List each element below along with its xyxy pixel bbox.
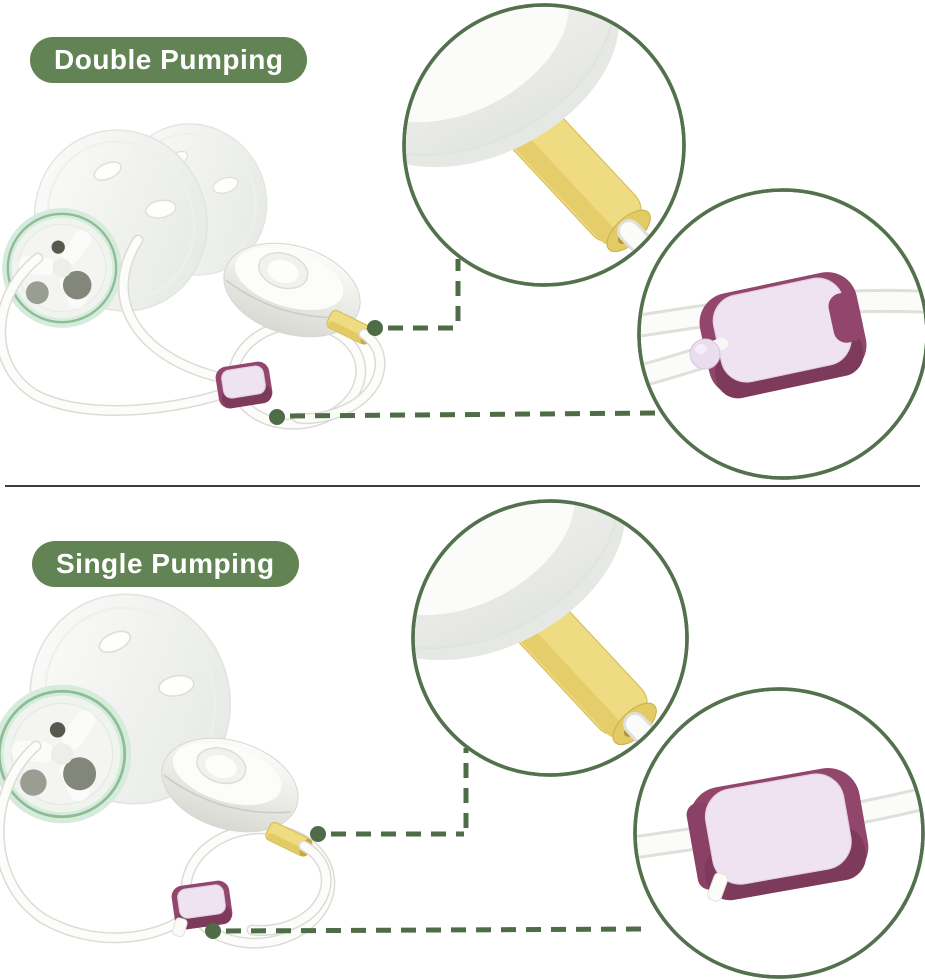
pointer-to-splitter-callout	[269, 409, 657, 425]
tube-connector-valve	[171, 880, 233, 938]
single-pumping-section: Single Pumping	[0, 488, 925, 980]
pointer-to-connector-callout	[367, 259, 461, 336]
double-pumping-section: Double Pumping	[0, 0, 925, 486]
callout-connector-zoom	[411, 499, 689, 777]
double-pumping-illustration	[0, 3, 925, 480]
single-pumping-label: Single Pumping	[32, 541, 299, 587]
pointer-to-valve-callout	[205, 923, 649, 939]
callout-valve-zoom	[633, 687, 925, 979]
tubing-from-motor	[246, 840, 332, 936]
single-pumping-illustration	[0, 499, 925, 979]
callout-connector-zoom	[402, 3, 686, 287]
double-pumping-label: Double Pumping	[30, 37, 308, 83]
pointer-to-connector-callout	[310, 748, 469, 842]
callout-splitter-zoom	[637, 188, 925, 480]
tubing-from-motor	[292, 328, 386, 425]
section-divider	[5, 485, 920, 487]
splitter-body-zoom	[699, 272, 867, 399]
tube-splitter-valve	[215, 361, 273, 409]
valve-body-zoom	[686, 767, 869, 901]
